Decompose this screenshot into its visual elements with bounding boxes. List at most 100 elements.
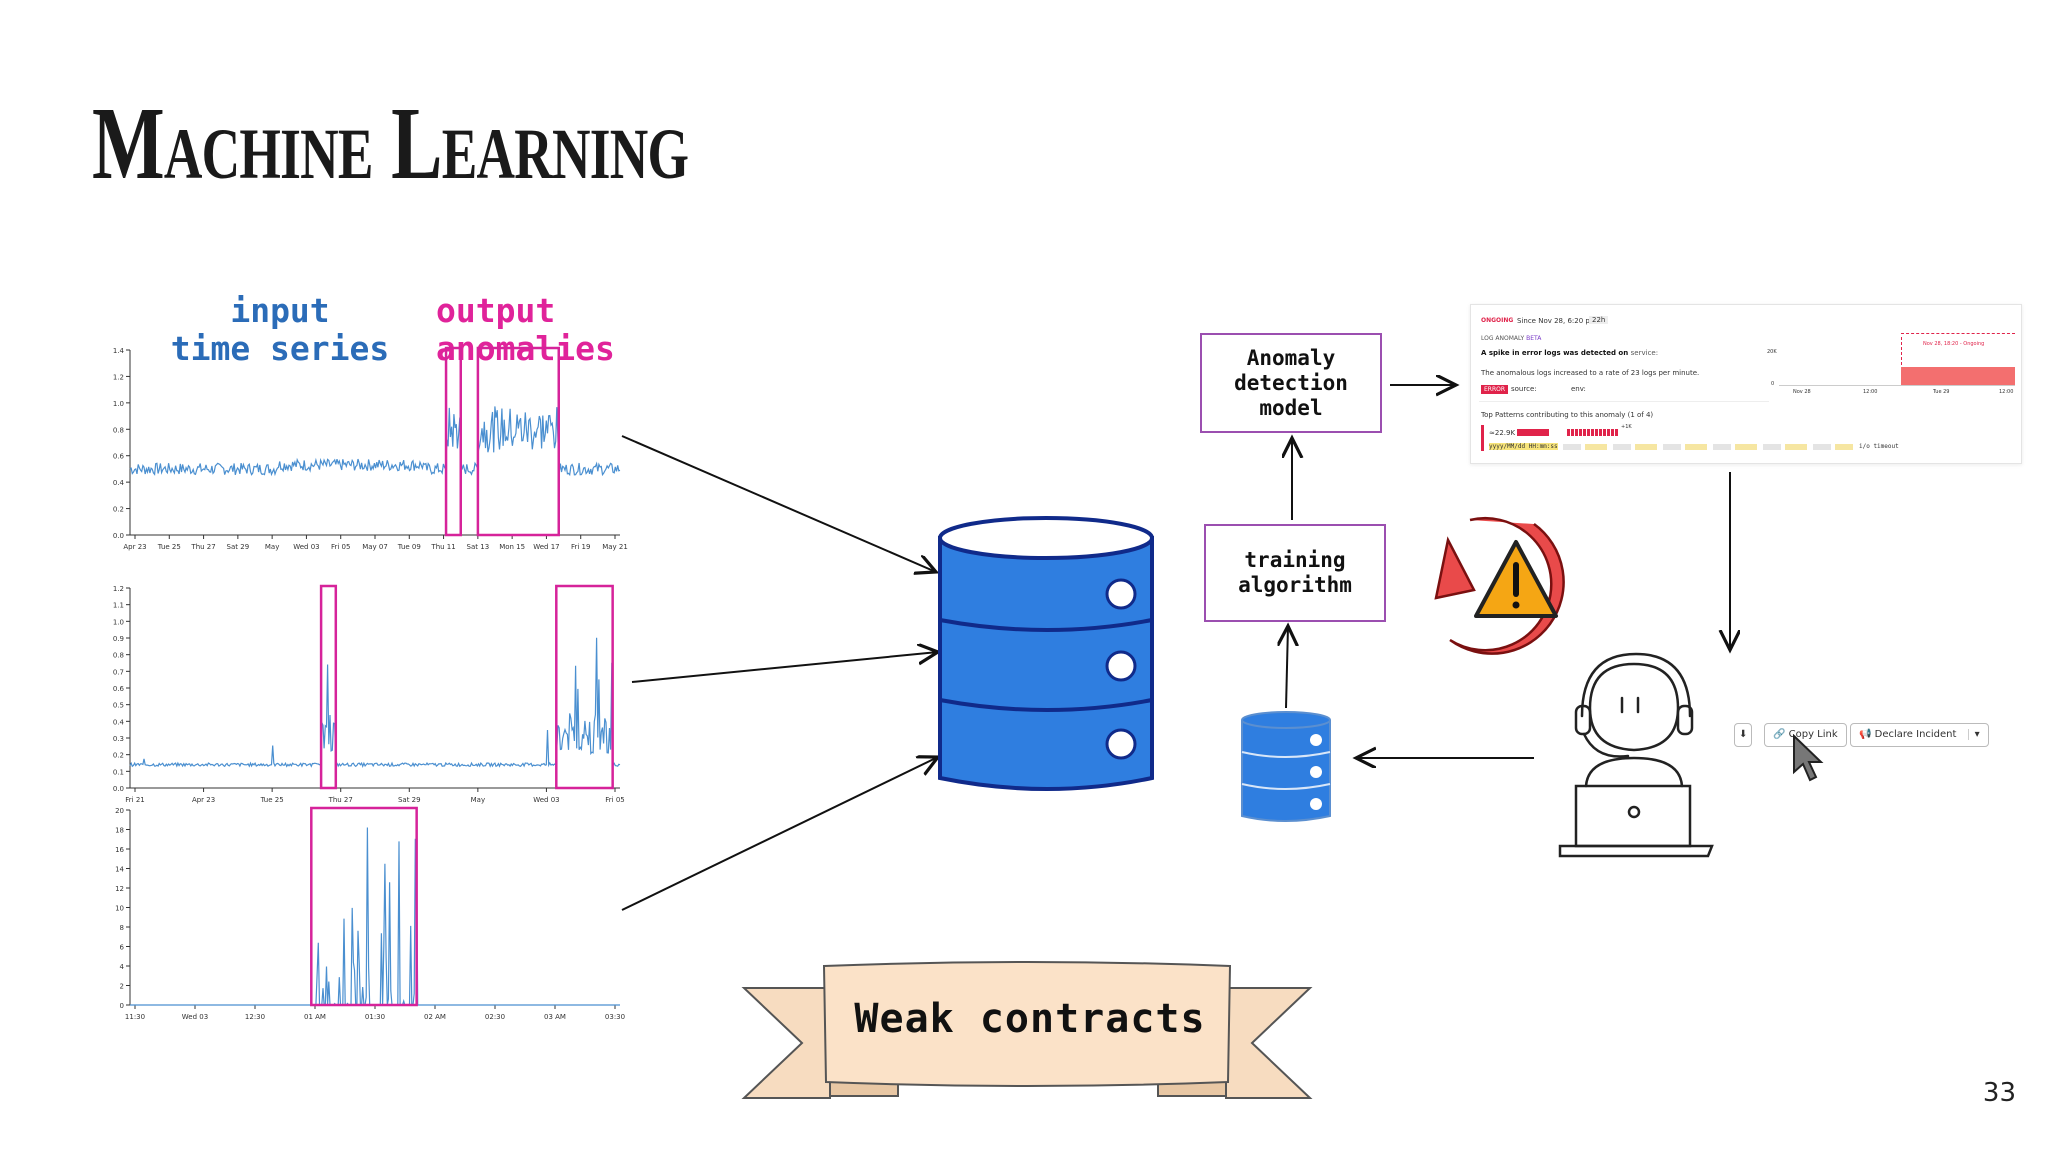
mini-chart-axis xyxy=(1779,385,2015,386)
y-tick-label: 1.4 xyxy=(113,347,125,355)
y-tick-label: 0.0 xyxy=(113,532,124,540)
y-tick-label: 0.5 xyxy=(113,702,124,710)
feedback-cycle-icon xyxy=(1434,516,1565,655)
mini-chart-marker xyxy=(1901,337,1903,385)
anomaly-box xyxy=(444,346,462,537)
y-tick-label: 1.0 xyxy=(113,618,124,626)
x-tick-label: Sat 29 xyxy=(398,796,421,804)
x-tick-label: Apr 23 xyxy=(123,543,146,551)
pattern-sparkline xyxy=(1567,429,1619,436)
large-database-icon xyxy=(938,516,1154,791)
x-tick-label: Wed 17 xyxy=(533,543,559,551)
y-tick-label: 2 xyxy=(120,983,124,991)
x-tick-label: 12:30 xyxy=(245,1013,265,1021)
y-tick-label: 1.0 xyxy=(113,400,124,408)
pattern-count: ≈22.9K xyxy=(1489,429,1516,437)
y-tick-label: 0.4 xyxy=(113,479,125,487)
y-tick-label: 0.1 xyxy=(113,768,124,776)
x-tick-label: Wed 03 xyxy=(293,543,319,551)
error-tag: ERROR xyxy=(1481,385,1509,394)
pattern-tail: i/o timeout xyxy=(1859,443,1899,450)
pattern-marker xyxy=(1481,425,1484,451)
y-tick-label: 0.2 xyxy=(113,506,124,514)
anomaly-box xyxy=(319,584,338,790)
x-tick-label: Fri 05 xyxy=(331,543,350,551)
chevron-down-icon: ▾ xyxy=(1967,729,1980,740)
banner-label: Weak contracts xyxy=(854,996,1206,1042)
y-tick-label: 6 xyxy=(120,944,125,952)
x-tick-label: Wed 03 xyxy=(533,796,559,804)
x-tick-label: Apr 23 xyxy=(192,796,215,804)
y-tick-label: 0 xyxy=(120,1002,124,1010)
x-tick-label: Mon 15 xyxy=(499,543,525,551)
x-tick-label: Sat 29 xyxy=(227,543,250,551)
y-tick-label: 0.9 xyxy=(113,635,124,643)
megaphone-icon: 📢 xyxy=(1859,729,1872,740)
incident-since: Since Nov 28, 6:20 pm xyxy=(1517,317,1597,325)
y-tick-label: 0.3 xyxy=(113,735,124,743)
copy-link-button[interactable]: 🔗 Copy Link xyxy=(1764,723,1847,747)
duration-badge: 22h xyxy=(1589,316,1609,324)
mini-chart-x1: 12:00 xyxy=(1863,389,1878,395)
export-icon-button[interactable]: ⬇ xyxy=(1734,723,1753,747)
pattern-text: yyyy/MM/dd HH:mm:ss xyxy=(1489,443,1558,450)
y-tick-label: 0.2 xyxy=(113,752,124,760)
x-tick-label: Tue 09 xyxy=(397,543,421,551)
y-tick-label: 1.2 xyxy=(113,585,124,593)
incident-description: The anomalous logs increased to a rate o… xyxy=(1481,369,1700,377)
arrow-db-to-training xyxy=(1286,626,1288,709)
incident-panel: ONGOING Since Nov 28, 6:20 pm 22h LOG AN… xyxy=(1470,304,2022,464)
chart-y-min: 0 xyxy=(1771,381,1775,387)
x-tick-label: Tue 25 xyxy=(260,796,284,804)
declare-incident-button[interactable]: 📢 Declare Incident ▾ xyxy=(1850,723,1989,747)
y-tick-label: 1.2 xyxy=(113,373,124,381)
x-tick-label: May 21 xyxy=(602,543,628,551)
y-tick-label: 16 xyxy=(115,846,124,854)
y-tick-label: 0.8 xyxy=(113,426,124,434)
x-tick-label: May 07 xyxy=(362,543,388,551)
x-tick-label: Fri 21 xyxy=(125,796,144,804)
source-tag: source: xyxy=(1511,385,1537,393)
x-tick-label: Fri 19 xyxy=(571,543,590,551)
x-tick-label: May xyxy=(471,796,485,804)
x-tick-label: Thu 27 xyxy=(328,796,353,804)
anomaly-box xyxy=(555,584,614,790)
anomaly-detection-model-box: Anomaly detection model xyxy=(1200,333,1382,433)
pattern-delta: +1K xyxy=(1621,424,1632,430)
y-tick-label: 1.1 xyxy=(113,602,124,610)
pattern-bar xyxy=(1517,429,1549,436)
mini-chart-x0: Nov 28 xyxy=(1793,389,1811,395)
incident-headline: A spike in error logs was detected on se… xyxy=(1481,349,1659,357)
mini-chart-marker-top xyxy=(1901,333,2015,334)
mini-chart-marker-label: Nov 28, 18:20 - Ongoing xyxy=(1923,341,1985,347)
chart-y-max: 20K xyxy=(1767,349,1777,355)
blurred-pattern xyxy=(1563,444,1853,450)
anomaly-type: LOG ANOMALY BETA xyxy=(1481,335,1542,342)
x-tick-label: May xyxy=(265,543,279,551)
training-algorithm-box: training algorithm xyxy=(1204,524,1386,622)
x-tick-label: Tue 25 xyxy=(157,543,181,551)
mini-chart-x2: Tue 29 xyxy=(1933,389,1950,395)
top-patterns-label: Top Patterns contributing to this anomal… xyxy=(1481,411,1654,419)
y-tick-label: 0.7 xyxy=(113,668,124,676)
x-tick-label: 02:30 xyxy=(485,1013,505,1021)
x-tick-label: Fri 05 xyxy=(605,796,624,804)
x-tick-label: 11:30 xyxy=(125,1013,145,1021)
small-database-icon xyxy=(1241,711,1331,822)
x-tick-label: Sat 13 xyxy=(467,543,490,551)
page-number: 33 xyxy=(1982,1078,2016,1108)
status-badge: ONGOING xyxy=(1481,317,1514,324)
env-tag: env: xyxy=(1571,385,1586,393)
anomaly-box xyxy=(476,346,560,537)
series-line xyxy=(129,637,621,769)
y-tick-label: 20 xyxy=(115,807,124,815)
x-tick-label: 01:30 xyxy=(365,1013,385,1021)
x-tick-label: 02 AM xyxy=(424,1013,446,1021)
y-tick-label: 0.4 xyxy=(113,718,125,726)
y-tick-label: 18 xyxy=(115,827,124,835)
y-tick-label: 10 xyxy=(115,905,124,913)
panel-divider xyxy=(1479,401,1769,402)
